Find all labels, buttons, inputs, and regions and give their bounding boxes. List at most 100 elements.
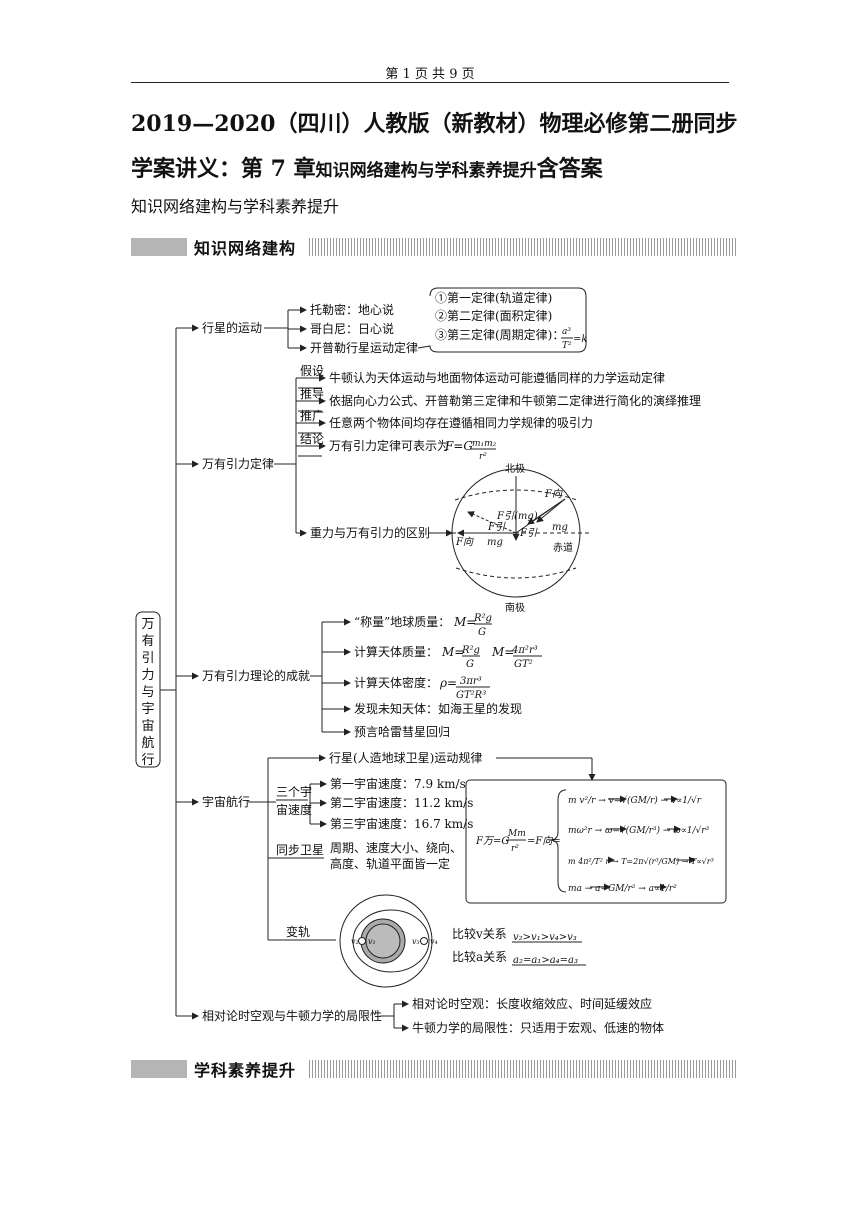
- title-end: 含答案: [536, 156, 603, 182]
- doc-title-line2: 学案讲义：第 7 章知识网络建构与学科素养提升含答案: [131, 151, 603, 183]
- fbox-lhs-num: Mm: [507, 829, 526, 839]
- kepler-law: ③第三定律(周期定律)：: [435, 327, 564, 342]
- achievement-item: 发现未知天体：如海王星的发现: [354, 701, 522, 716]
- page-header: 第 1 页 共 9 页: [385, 67, 475, 82]
- cosmic-tag: 宙速度: [276, 802, 312, 817]
- compare-a-label: 比较a关系: [452, 949, 507, 964]
- cosmic-tag: 三个宇: [276, 785, 312, 799]
- f2: M=: [441, 645, 464, 659]
- section-banner-knowledge: 知识网络建构: [131, 238, 737, 258]
- section-title: 学科素养提升: [194, 1061, 297, 1080]
- doc-title-line1: 2019—2020（四川）人教版（新教材）物理必修第二册同步: [131, 111, 738, 137]
- fbox-lhs-end: =F向=: [527, 835, 561, 847]
- root-char: 航: [141, 735, 154, 751]
- grav-formula-num: m₁m₂: [472, 439, 497, 449]
- globe-label: mg: [487, 537, 503, 548]
- title-big: 学案讲义：第 7 章: [131, 156, 316, 182]
- root-char: 万: [141, 617, 154, 632]
- globe-label: F引(mg): [496, 510, 538, 522]
- fbox-row: m v²/r → v=√(GM/r) → v∝1/√r: [568, 795, 702, 806]
- grav-formula-den: r²: [479, 452, 487, 462]
- globe-south: 南极: [505, 601, 525, 614]
- orbit-tag: 变轨: [286, 924, 310, 939]
- planet-item: 托勒密：地心说: [310, 302, 394, 317]
- grav-tag: 结论: [300, 432, 324, 446]
- branch-gravitation: 万有引力定律: [202, 456, 274, 471]
- header-rule: [131, 82, 729, 83]
- f4-den: GT²R³: [456, 690, 486, 701]
- achievement-item: 计算天体质量：: [354, 644, 438, 659]
- root-char: 与: [141, 685, 154, 700]
- f1-num: R²g: [473, 613, 492, 624]
- sync-text: 高度、轨道平面皆一定: [330, 856, 450, 871]
- grav-item: 依据向心力公式、开普勒第三定律和牛顿第二定律进行简化的演绎推理: [329, 393, 701, 408]
- achievement-item: 预言哈雷彗星回归: [354, 725, 450, 739]
- kepler-den: T²: [562, 341, 572, 351]
- globe-label: mg: [552, 522, 568, 533]
- cosmic-speed: 第三宇宙速度：16.7 km/s: [330, 816, 473, 831]
- f4-num: 3πr³: [460, 676, 482, 687]
- f3-den: GT²: [514, 659, 533, 670]
- globe-label: F向: [544, 488, 563, 500]
- f4: ρ=: [439, 676, 457, 690]
- sync-text: 周期、速度大小、绕向、: [330, 840, 462, 855]
- orbit-v-label: v₂: [351, 937, 359, 946]
- orbit-v-label: v₃: [412, 937, 420, 946]
- root-char: 有: [141, 634, 154, 649]
- kepler-law: ①第一定律(轨道定律): [435, 290, 552, 305]
- cosmic-speed: 第一宇宙速度：7.9 km/s: [330, 776, 466, 791]
- kepler-num: a³: [562, 327, 571, 337]
- root-char: 力: [141, 668, 154, 683]
- grav-item: 万有引力定律可表示为: [329, 438, 449, 453]
- fbox-row: mω²r → ω=√(GM/r³) → ω∝1/√r³: [568, 825, 710, 836]
- f3-num: 4π²r³: [511, 645, 538, 656]
- achievement-item: “称量”地球质量：: [354, 615, 450, 629]
- section-title: 知识网络建构: [194, 239, 297, 258]
- compare-v: v₂>v₁>v₄>v₃: [513, 932, 577, 943]
- globe-label: F引: [519, 527, 538, 539]
- relativity-item: 相对论时空观：长度收缩效应、时间延缓效应: [412, 996, 652, 1011]
- f3: M=: [491, 645, 514, 659]
- grav-formula-lhs: F=G: [444, 439, 473, 453]
- orbit-v-label: v₄: [430, 937, 438, 946]
- kepler-law: ②第二定律(面积定律): [435, 308, 552, 323]
- grav-item: 任意两个物体间均存在遵循相同力学规律的吸引力: [329, 415, 593, 430]
- root-char: 宇: [141, 702, 154, 717]
- f1: M=: [453, 615, 476, 629]
- grav-tag: 假设: [300, 364, 324, 378]
- globe-label: F向: [455, 536, 474, 548]
- gravity-diff: 重力与万有引力的区别: [310, 525, 430, 540]
- planet-item: 哥白尼：日心说: [310, 321, 394, 336]
- grav-item: 牛顿认为天体运动与地面物体运动可能遵循同样的力学运动定律: [329, 370, 665, 385]
- branch-space: 宇宙航行: [202, 794, 250, 809]
- sync-tag: 同步卫星: [276, 843, 324, 857]
- compare-v-label: 比较v关系: [452, 926, 507, 941]
- achievement-item: 计算天体密度：: [354, 675, 438, 690]
- grav-tag: 推广: [300, 409, 324, 423]
- branch-relativity: 相对论时空观与牛顿力学的局限性: [202, 1008, 382, 1023]
- fbox-row: m 4π²/T² r → T=2π√(r³/GM) → T∝√r³: [568, 857, 714, 866]
- doc-subtitle: 知识网络建构与学科素养提升: [131, 197, 340, 216]
- root-char: 行: [141, 753, 154, 768]
- fbox-lhs-den: r²: [511, 844, 519, 854]
- cosmic-speed: 第二宇宙速度：11.2 km/s: [330, 795, 473, 810]
- f1-den: G: [478, 627, 486, 638]
- kepler-rhs: =k: [573, 334, 587, 345]
- section-banner-literacy: 学科素养提升: [131, 1060, 737, 1080]
- title-small: 知识网络建构与学科素养提升: [315, 161, 537, 181]
- compare-a: a₂=a₁>a₄=a₃: [513, 955, 578, 966]
- grav-tag: 推导: [300, 387, 324, 401]
- branch-planet: 行星的运动: [202, 320, 262, 335]
- globe-label: F引: [487, 521, 506, 533]
- planet-item: 开普勒行星运动定律: [310, 340, 418, 355]
- globe-equator: 赤道: [553, 541, 573, 554]
- orbit-v-label: v₁: [368, 937, 376, 946]
- f2-den: G: [466, 659, 474, 670]
- relativity-item: 牛顿力学的局限性：只适用于宏观、低速的物体: [412, 1020, 664, 1035]
- root-char: 宙: [141, 719, 154, 734]
- fbox-row: ma → a=GM/r² → a∝1/r²: [568, 884, 677, 894]
- fbox-lhs: F万=G: [475, 836, 509, 847]
- root-char: 引: [141, 651, 154, 666]
- globe-north: 北极: [505, 462, 525, 475]
